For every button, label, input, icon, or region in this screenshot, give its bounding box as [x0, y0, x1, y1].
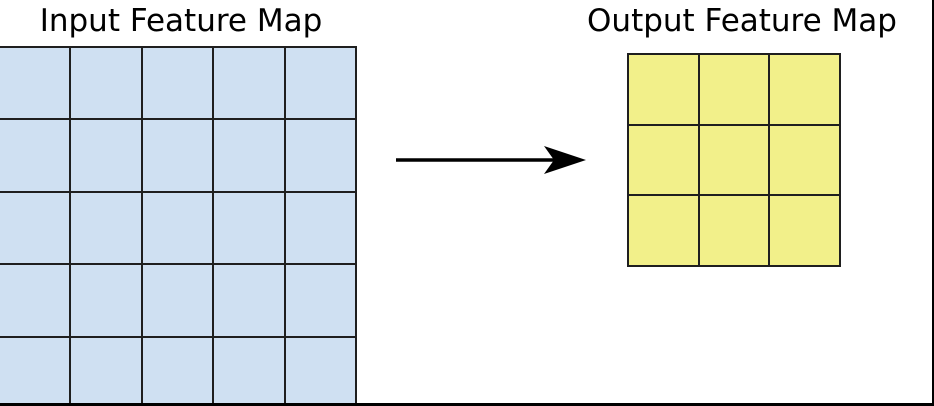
- grid-cell: [285, 120, 355, 191]
- grid-cell: [214, 192, 284, 264]
- grid-cell: [214, 120, 284, 191]
- grid-cell: [71, 192, 141, 264]
- grid-cell: [71, 120, 141, 191]
- grid-cell: [142, 337, 213, 403]
- grid-cell: [0, 120, 70, 191]
- grid-cell: [214, 265, 284, 336]
- grid-cell: [0, 337, 70, 403]
- arrow-right-icon: [396, 146, 586, 174]
- grid-cell: [285, 48, 355, 119]
- grid-cell: [285, 337, 355, 403]
- grid-cell: [770, 55, 839, 124]
- grid-cell: [629, 125, 698, 195]
- grid-cell: [0, 265, 70, 336]
- grid-cell: [770, 125, 839, 195]
- grid-cell: [0, 192, 70, 264]
- input-feature-map-grid: [0, 46, 357, 403]
- input-feature-map-title: Input Feature Map: [39, 3, 323, 39]
- grid-cell: [699, 55, 769, 124]
- grid-cell: [142, 192, 213, 264]
- grid-cell: [629, 55, 698, 124]
- grid-cell: [770, 196, 839, 265]
- grid-cell: [71, 265, 141, 336]
- grid-cell: [0, 48, 70, 119]
- grid-cell: [142, 265, 213, 336]
- grid-cell: [142, 48, 213, 119]
- grid-cell: [629, 196, 698, 265]
- grid-cell: [71, 337, 141, 403]
- grid-cell: [285, 265, 355, 336]
- grid-cell: [214, 337, 284, 403]
- grid-cell: [285, 192, 355, 264]
- grid-cell: [142, 120, 213, 191]
- grid-cell: [699, 196, 769, 265]
- output-feature-map-title: Output Feature Map: [587, 3, 897, 39]
- grid-cell: [214, 48, 284, 119]
- grid-cell: [71, 48, 141, 119]
- grid-cell: [699, 125, 769, 195]
- output-feature-map-grid: [627, 53, 841, 267]
